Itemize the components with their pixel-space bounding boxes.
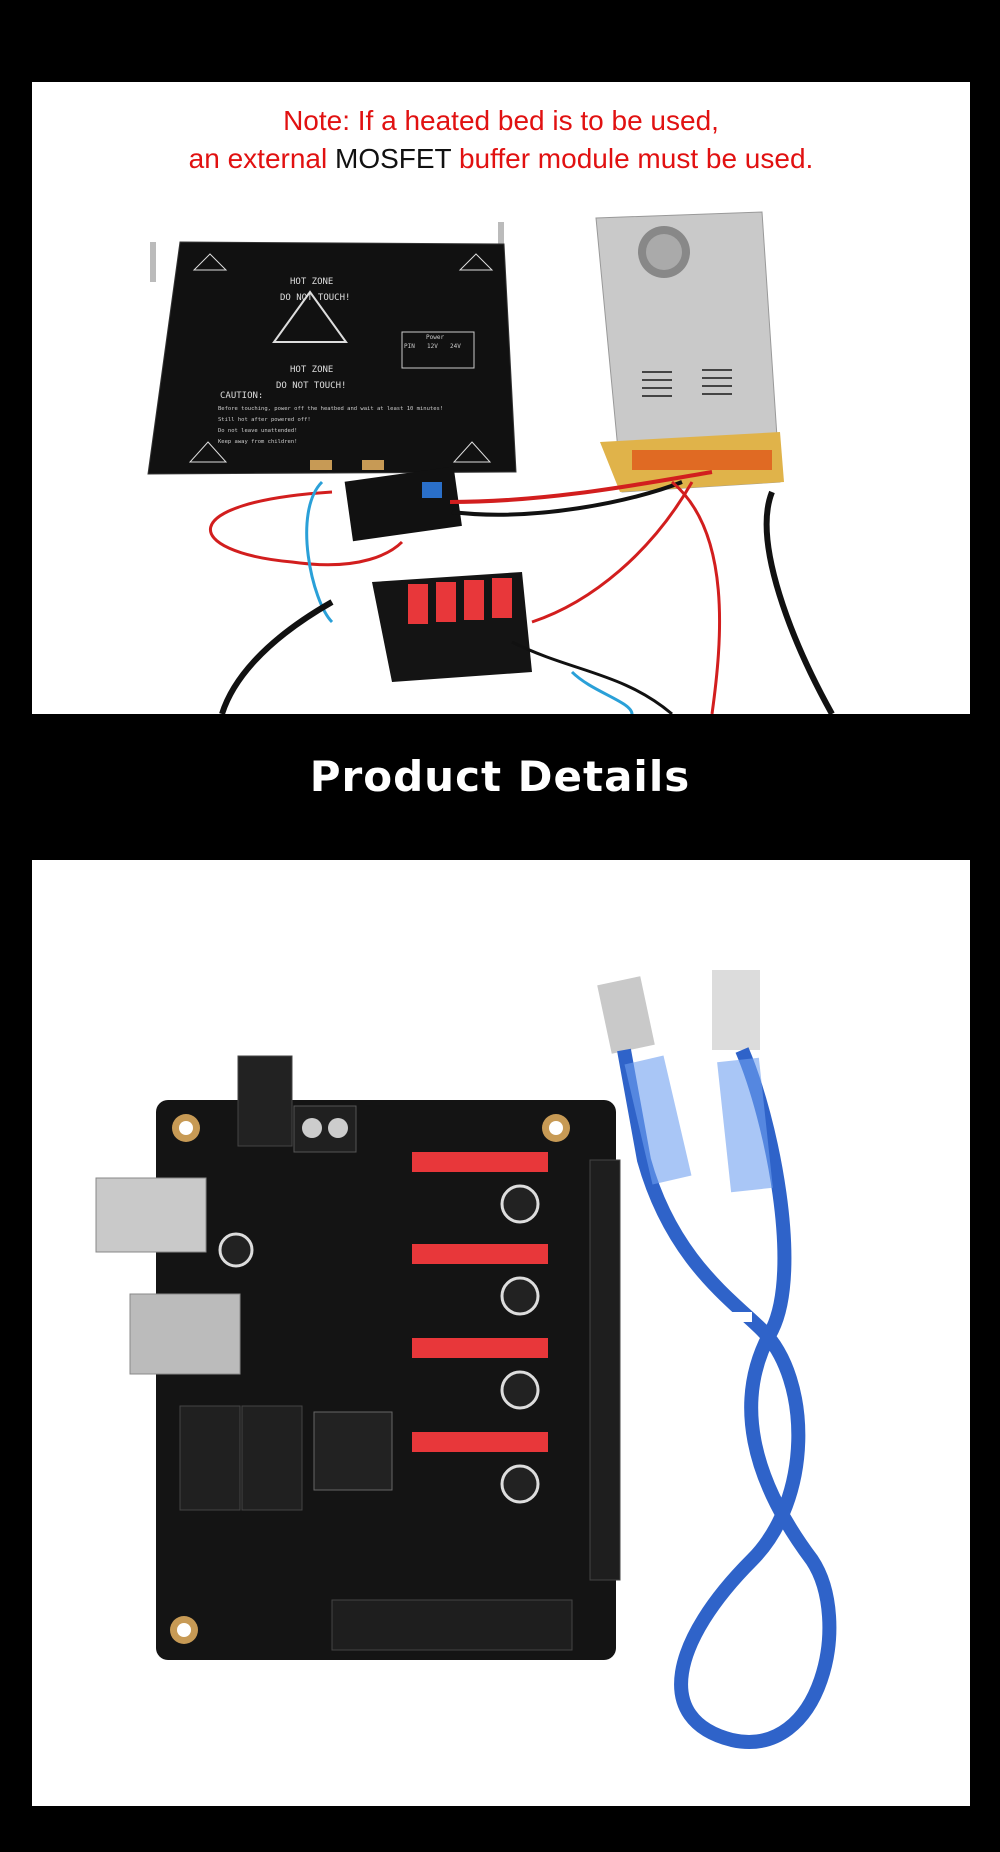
heatbed-do-not-touch-bottom: DO NOT TOUCH! [276,381,346,391]
controller-board-top-view [95,1055,621,1660]
heatbed-caution-line: Before touching, power off the heatbed a… [218,406,443,412]
usb-cable [597,970,837,1749]
product-details-heading: Product Details [309,752,691,801]
heatbed-image: HOT ZONE DO NOT TOUCH! HOT ZONE DO NOT T… [147,222,517,475]
heatbed-power-col-pin: PIN [404,343,415,350]
wiring-photo-panel: Note: If a heated bed is to be used, an … [32,82,970,714]
note-text-1: Note: If a heated bed is to be used, [283,105,719,136]
heatbed-power-col-12v: 12V [427,343,438,350]
heatbed-caution-title: CAUTION: [220,391,263,401]
wiring-illustration: HOT ZONE DO NOT TOUCH! HOT ZONE DO NOT T… [147,211,835,714]
note-text-2-suffix: buffer module must be used. [458,143,814,174]
heatbed-caution-line: Still hot after powered off! [218,417,311,423]
mosfet-module-image [344,466,462,542]
note-line-1: Note: If a heated bed is to be used, [32,102,970,139]
heatbed-hot-zone-bottom: HOT ZONE [290,365,333,375]
controller-board-image [372,572,532,682]
heatbed-caution-line: Do not leave unattended! [218,428,297,434]
product-photo-panel [32,860,970,1806]
power-supply-image [595,211,784,493]
heatbed-do-not-touch-top: DO NOT TOUCH! [280,293,350,303]
heatbed-power-col-24v: 24V [450,343,461,350]
note-text-2-prefix: an external [188,143,328,174]
note-mosfet-word: MOSFET [335,143,452,174]
heatbed-power-title: Power [426,334,444,341]
heatbed-caution-line: Keep away from children! [218,439,297,445]
wires [209,470,835,714]
heatbed-hot-zone-top: HOT ZONE [290,277,333,287]
product-photo [95,970,837,1749]
note-line-2: an external MOSFET buffer module must be… [32,140,970,177]
